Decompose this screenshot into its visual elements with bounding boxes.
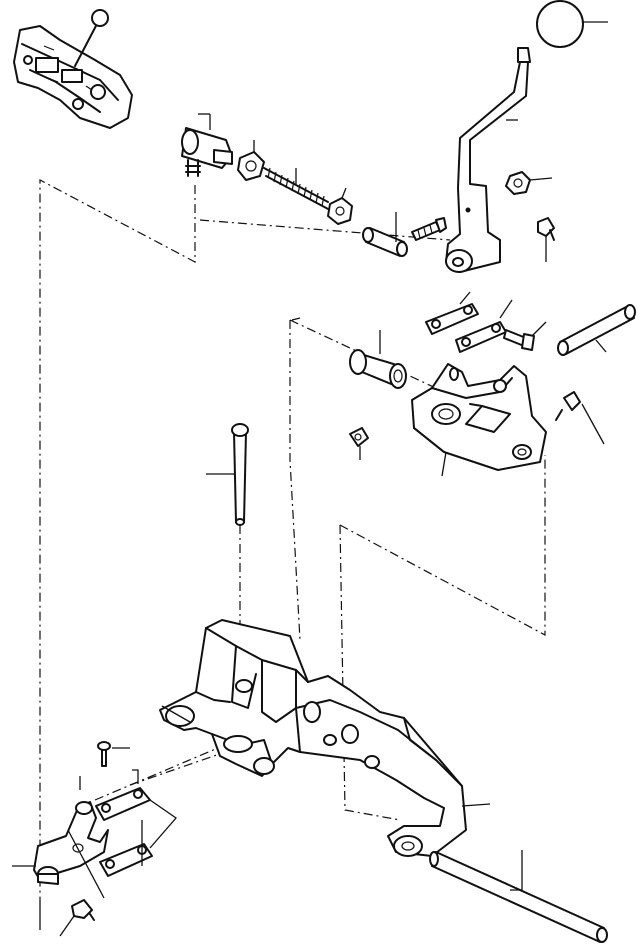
grease-fitting-right [555,391,605,445]
shift-lever-knob [536,0,608,48]
screw-small [97,741,130,767]
link-bolt [503,321,547,351]
main-bracket [159,619,491,857]
lever-nut [505,171,553,195]
bushing [349,330,407,389]
ball-joint-end [181,113,233,177]
leader-lines [39,317,301,930]
pivot-block [411,363,547,477]
strap-callout-leads [132,769,177,866]
long-pin [206,423,249,526]
strap-lower [99,843,153,877]
lever-bolt [411,217,447,241]
clevis-pin-small [362,212,408,257]
control-valve-assembly-inset [13,9,133,129]
pivot-shaft-upper [557,304,636,356]
link-plate-upper [425,291,479,335]
bellcrank [12,776,109,899]
grease-fitting-lower [59,899,95,937]
rod-nut [327,187,353,225]
set-screw [349,427,369,460]
strap-upper [95,787,151,821]
shift-lever [445,47,531,273]
jam-nut [237,140,265,181]
link-plate-lower [455,299,513,353]
alignment-lines [39,179,546,900]
threaded-rod [263,167,331,211]
grease-fitting-upper [537,217,555,262]
pivot-shaft-lower [429,850,608,943]
